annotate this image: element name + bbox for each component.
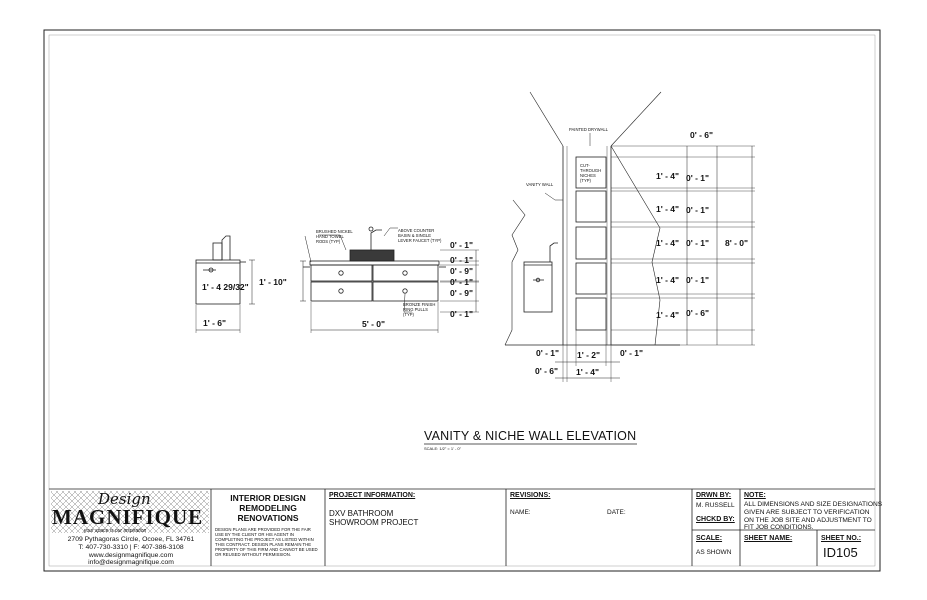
outer-border bbox=[43, 29, 881, 572]
niche-bottom-left-offset: 0' - 6" bbox=[535, 366, 558, 376]
drawn-by-label: DRWN BY: bbox=[696, 492, 732, 499]
disclaimer-line-4: THIS CONTRACT. DESIGN PLANS REMAIN THE bbox=[215, 542, 312, 547]
disclaimer-line-3: COMPLETING THE PROJECT AS LISTED WITHIN bbox=[215, 537, 314, 542]
note-line-4: FIT JOB CONDITIONS. bbox=[744, 524, 814, 531]
front-view-notes: BRUSHED NICKEL HAND TOWEL RODS (TYP) ABO… bbox=[316, 228, 442, 317]
note-bronze-finish-2: RING PULLS bbox=[403, 307, 428, 312]
side-height-dim: 1' - 4 29/32" bbox=[202, 282, 249, 292]
note-above-counter-2: BASIN & SINGLE bbox=[398, 233, 431, 238]
drawing-title: VANITY & NICHE WALL ELEVATION bbox=[424, 429, 636, 443]
inner-border bbox=[48, 34, 876, 567]
note-bronze-finish-3: (TYP) bbox=[403, 312, 415, 317]
niche-top-offset: 0' - 6" bbox=[690, 130, 713, 140]
note-vanity-wall: VANITY WALL bbox=[526, 182, 554, 187]
logo-main: MAGNIFIQUE bbox=[52, 505, 204, 529]
checked-by-label: CHCKD BY: bbox=[696, 516, 735, 523]
project-info-label: PROJECT INFORMATION: bbox=[329, 492, 416, 499]
note-brushed-nickel-2: HAND TOWEL bbox=[316, 234, 344, 239]
niche-row-9: 1' - 4" bbox=[656, 310, 679, 320]
niche-bottom-width: 1' - 2" bbox=[577, 350, 600, 360]
note-cut-through-3: NICHES bbox=[580, 173, 596, 178]
note-cut-through-2: THROUGH bbox=[580, 168, 601, 173]
drawn-by-value: M. RUSSELL bbox=[696, 502, 735, 509]
side-depth-dim: 1' - 6" bbox=[203, 318, 226, 328]
front-width-dim: 5' - 0" bbox=[362, 319, 385, 329]
drawing-scale-note: SCALE: 1/2" = 1' - 0" bbox=[424, 446, 462, 451]
company-address: 2709 Pythagoras Circle, Ocoee, FL 34761 bbox=[67, 536, 195, 543]
niche-bottom-left-gap: 0' - 1" bbox=[536, 348, 559, 358]
sheet-number: ID105 bbox=[823, 545, 858, 560]
project-name-line-2: SHOWROOM PROJECT bbox=[329, 518, 419, 527]
front-right-dim-1: 0' - 1" bbox=[450, 240, 473, 250]
note-line-2: GIVEN ARE SUBJECT TO VERIFICATION bbox=[744, 509, 870, 516]
niche-row-5: 1' - 4" bbox=[656, 238, 679, 248]
company-website: www.designmagnifique.com bbox=[88, 552, 174, 559]
niche-row-7: 1' - 4" bbox=[656, 275, 679, 285]
note-cut-through-1: CUT- bbox=[580, 163, 590, 168]
scale-value: AS SHOWN bbox=[696, 549, 732, 556]
vanity-front-view bbox=[300, 226, 479, 333]
front-right-dim-2: 0' - 1" bbox=[450, 255, 473, 265]
company-email: info@designmagnifique.com bbox=[88, 559, 174, 566]
niche-overall-dim: 8' - 0" bbox=[725, 238, 748, 248]
niche-row-8: 0' - 1" bbox=[686, 275, 709, 285]
niche-notes: PAINTED DRYWALL VANITY WALL CUT- THROUGH… bbox=[526, 127, 609, 187]
disclaimer-line-1: DESIGN PLANS ARE PROVIDED FOR THE FAIR bbox=[215, 527, 311, 532]
front-bottom-dim: 0' - 1" bbox=[450, 309, 473, 319]
title-block-grid bbox=[49, 488, 875, 566]
niche-row-10: 0' - 6" bbox=[686, 308, 709, 318]
note-line-3: ON THE JOB SITE AND ADJUSTMENT TO bbox=[744, 517, 872, 524]
revisions-label: REVISIONS: bbox=[510, 492, 551, 499]
note-line-1: ALL DIMENSIONS AND SIZE DESIGNATIONS bbox=[744, 501, 883, 508]
note-label: NOTE: bbox=[744, 492, 766, 499]
note-brushed-nickel-1: BRUSHED NICKEL bbox=[316, 229, 353, 234]
niche-bottom-right-gap: 0' - 1" bbox=[620, 348, 643, 358]
note-brushed-nickel-3: RODS (TYP) bbox=[316, 239, 341, 244]
logo-pattern bbox=[51, 491, 209, 533]
vanity-side-view bbox=[195, 235, 255, 333]
niche-wall-elevation bbox=[504, 91, 755, 382]
niche-row-2: 0' - 1" bbox=[686, 173, 709, 183]
note-above-counter-1: ABOVE COUNTER bbox=[398, 228, 434, 233]
disclaimer-line-5: PROPERTY OF THIS FIRM AND CANNOT BE USED bbox=[215, 547, 318, 552]
service-interior-design: INTERIOR DESIGN bbox=[230, 493, 306, 503]
note-painted-drywall: PAINTED DRYWALL bbox=[569, 127, 609, 132]
note-above-counter-3: LEVER FAUCET (TYP) bbox=[398, 238, 442, 243]
niche-row-1: 1' - 4" bbox=[656, 171, 679, 181]
company-phone: T: 407-730-3310 | F: 407-386-3108 bbox=[78, 544, 184, 551]
project-name-line-1: DXV BATHROOM bbox=[329, 509, 394, 518]
logo-tagline: your space is our inspiration bbox=[84, 528, 147, 534]
sheet-no-label: SHEET NO.: bbox=[821, 535, 862, 542]
front-height-dim: 1' - 10" bbox=[259, 277, 287, 287]
front-right-dim-5: 0' - 9" bbox=[450, 288, 473, 298]
niche-row-4: 0' - 1" bbox=[686, 205, 709, 215]
niche-row-6: 0' - 1" bbox=[686, 238, 709, 248]
revision-date-label: DATE: bbox=[607, 509, 626, 516]
sheet-name-label: SHEET NAME: bbox=[744, 535, 793, 542]
niche-bottom-total: 1' - 4" bbox=[576, 367, 599, 377]
disclaimer-line-6: OR REUSED WITHOUT PERMISSION. bbox=[215, 552, 292, 557]
scale-label: SCALE: bbox=[696, 535, 723, 542]
disclaimer-line-2: USE BY THE CLIENT OR HIS AGENT IN bbox=[215, 532, 294, 537]
front-right-dim-4: 0' - 1" bbox=[450, 277, 473, 287]
note-bronze-finish-1: BRONZE FINISH bbox=[403, 302, 435, 307]
note-cut-through-4: (TYP) bbox=[580, 178, 592, 183]
front-right-dim-3: 0' - 9" bbox=[450, 266, 473, 276]
logo-script: Design bbox=[98, 490, 151, 508]
niche-row-3: 1' - 4" bbox=[656, 204, 679, 214]
service-remodeling: REMODELING bbox=[239, 503, 297, 513]
revision-name-label: NAME: bbox=[510, 509, 531, 516]
service-renovations: RENOVATIONS bbox=[237, 513, 299, 523]
